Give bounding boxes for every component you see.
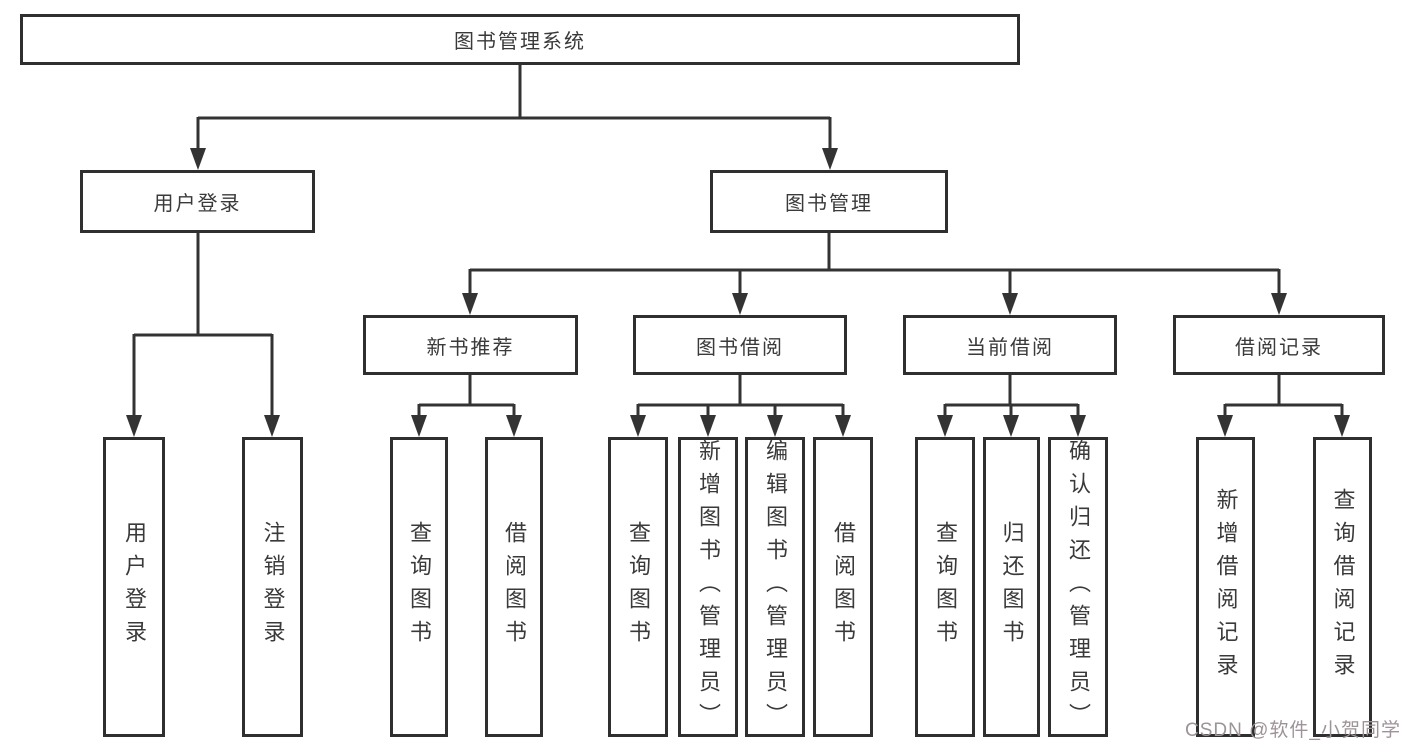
leaf-borrow-books-2: 借阅图书 [813,437,873,737]
leaf-query-borrow-record: 查询借阅记录 [1313,437,1372,737]
leaf-borrow-books-1: 借阅图书 [485,437,543,737]
leaf-add-borrow-record: 新增借阅记录 [1196,437,1255,737]
node-label: 新书推荐 [426,336,515,359]
leaf-label: 编辑图书（管理员） [763,438,788,736]
node-label: 当前借阅 [966,336,1054,359]
leaf-logout: 注销登录 [242,437,303,737]
node-book-management: 图书管理 [710,170,948,233]
node-label: 借阅记录 [1235,336,1323,359]
leaf-label: 查询图书 [626,521,651,653]
leaf-query-books-1: 查询图书 [390,437,448,737]
leaf-label: 用户登录 [122,521,147,653]
node-label: 图书管理系统 [454,31,586,53]
node-label: 图书管理 [785,193,873,215]
leaf-return-books: 归还图书 [983,437,1040,737]
leaf-label: 查询图书 [933,521,958,653]
leaf-label: 新增图书（管理员） [696,438,721,736]
leaf-label: 借阅图书 [831,521,856,653]
leaf-edit-book-admin: 编辑图书（管理员） [745,437,805,737]
node-library-management-system: 图书管理系统 [20,14,1020,65]
leaf-add-book-admin: 新增图书（管理员） [678,437,738,737]
csdn-watermark: CSDN @软件_小贺同学 [1185,720,1401,741]
node-book-borrowing: 图书借阅 [633,315,847,375]
leaf-query-books-2: 查询图书 [608,437,668,737]
leaf-user-login: 用户登录 [103,437,165,737]
leaf-label: 归还图书 [999,521,1025,653]
leaf-confirm-return-admin: 确认归还（管理员） [1048,437,1108,737]
node-user-login: 用户登录 [80,170,315,233]
node-current-borrowing: 当前借阅 [903,315,1117,375]
leaf-label: 新增借阅记录 [1213,488,1239,686]
leaf-label: 查询借阅记录 [1330,488,1356,686]
leaf-label: 注销登录 [260,521,286,653]
leaf-label: 确认归还（管理员） [1066,438,1091,736]
leaf-label: 借阅图书 [502,521,527,653]
leaf-query-books-3: 查询图书 [915,437,975,737]
leaf-label: 查询图书 [407,521,432,653]
node-new-book-recommendation: 新书推荐 [363,315,578,375]
node-borrowing-records: 借阅记录 [1173,315,1385,375]
node-label: 用户登录 [153,193,242,215]
node-label: 图书借阅 [696,336,784,359]
